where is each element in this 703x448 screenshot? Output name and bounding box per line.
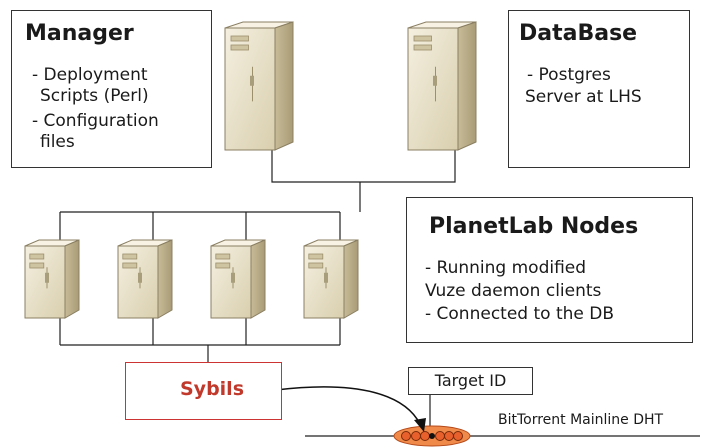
manager-line: - Configuration xyxy=(32,111,159,131)
target-id-label: Target ID xyxy=(434,371,507,390)
manager-line: - Deployment xyxy=(32,65,148,85)
sybils-label: Sybils xyxy=(180,378,245,400)
planetlab-node-icon xyxy=(303,239,359,319)
target-id-box: Target ID xyxy=(408,367,533,395)
sybils-arrow xyxy=(275,386,426,432)
planetlab-line: - Connected to the DB xyxy=(425,304,615,324)
planetlab-node-icon xyxy=(117,239,173,319)
database-server-icon xyxy=(407,21,477,151)
manager-title: Manager xyxy=(25,21,134,46)
dht-label: BitTorrent Mainline DHT xyxy=(498,412,664,428)
database-box: DataBase - Postgres Server at LHS xyxy=(508,10,690,168)
database-line: Server at LHS xyxy=(525,87,642,107)
planetlab-line: - Running modified xyxy=(425,258,587,278)
connection-lines xyxy=(59,150,700,437)
database-title: DataBase xyxy=(519,21,638,46)
planetlab-node-icon xyxy=(210,239,266,319)
dht-node xyxy=(435,431,445,441)
dht-node xyxy=(420,431,430,441)
dht-cluster xyxy=(393,425,471,447)
manager-line: Scripts (Perl) xyxy=(40,86,149,106)
database-server-link xyxy=(360,150,456,183)
dht-node xyxy=(411,431,421,441)
manager-server-link xyxy=(271,150,360,183)
planetlab-node-icon xyxy=(24,239,80,319)
manager-server-icon xyxy=(224,21,294,151)
sybils-box: Sybils xyxy=(125,362,282,420)
planetlab-line: Vuze daemon clients xyxy=(425,281,602,301)
database-line: - Postgres xyxy=(527,65,611,85)
manager-line: files xyxy=(40,132,75,152)
dht-node xyxy=(401,431,411,441)
planetlab-box: PlanetLab Nodes - Running modified Vuze … xyxy=(406,197,693,343)
dht-node xyxy=(444,431,454,441)
planetlab-title: PlanetLab Nodes xyxy=(429,214,639,239)
dht-target-node xyxy=(429,433,435,439)
manager-box: Manager - Deployment Scripts (Perl) - Co… xyxy=(11,10,212,168)
dht-node xyxy=(453,431,463,441)
